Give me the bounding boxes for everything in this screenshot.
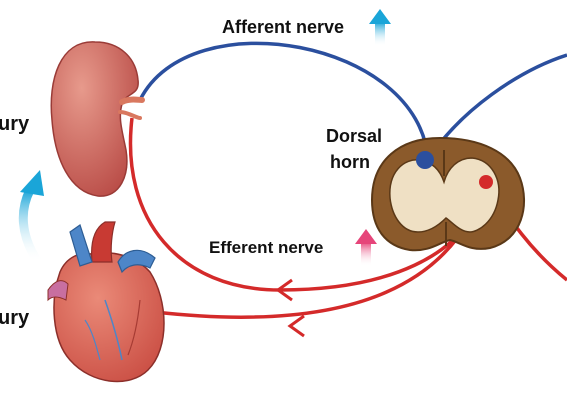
afferent-increase-arrow-icon [369, 9, 391, 46]
efferent-arrowhead-upper [275, 278, 293, 302]
injury-label-top: ury [0, 113, 30, 135]
afferent-nerve-label: Afferent nerve [222, 17, 344, 37]
efferent-arrowhead-lower [287, 314, 305, 338]
spinal-cord-cross-section-icon [370, 136, 525, 252]
kidney-icon [50, 41, 145, 197]
heart-icon [47, 221, 165, 383]
afferent-nerve-path [138, 41, 430, 161]
dorsal-horn-label-line2: horn [330, 152, 370, 172]
efferent-increase-arrow-icon [355, 229, 377, 266]
efferent-neuron-dot [479, 175, 493, 189]
injury-label-bottom: ury [0, 307, 30, 329]
injury-feedback-arrow-icon [18, 170, 44, 265]
dorsal-horn-label-line1: Dorsal [326, 126, 382, 146]
efferent-nerve-label: Efferent nerve [209, 238, 323, 257]
afferent-neuron-dot [416, 151, 434, 169]
